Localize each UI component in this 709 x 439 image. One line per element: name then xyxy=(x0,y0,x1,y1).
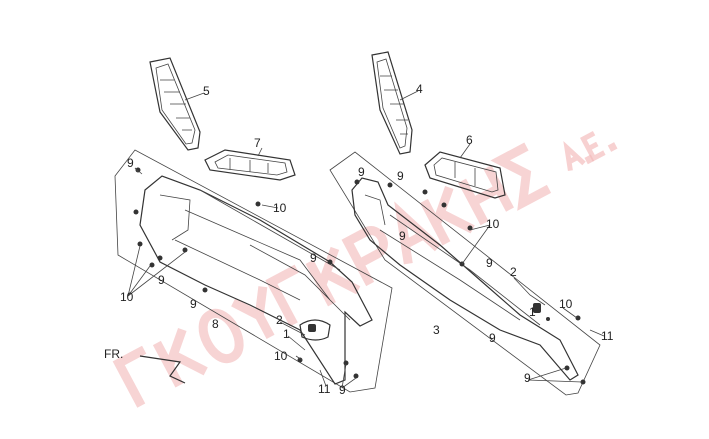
watermark-letter xyxy=(583,133,604,158)
front-direction-arrow: FR. xyxy=(104,347,186,384)
watermark-letter xyxy=(588,158,591,161)
callout-4: 4 xyxy=(416,82,423,96)
callout-10: 10 xyxy=(559,297,573,311)
callout-9: 9 xyxy=(190,297,197,311)
watermark-letter xyxy=(560,144,584,171)
front-direction-label: FR. xyxy=(104,347,123,361)
floor-mat-part-5 xyxy=(149,57,201,151)
callout-9: 9 xyxy=(339,383,346,397)
callout-6: 6 xyxy=(466,133,473,147)
floor-pad-part-6 xyxy=(424,151,506,199)
callout-2: 2 xyxy=(276,313,283,327)
watermark-letter xyxy=(611,145,614,148)
watermark-letter xyxy=(157,329,206,385)
floor-panel-part-8 xyxy=(114,149,393,393)
leader-lines xyxy=(127,90,605,389)
callout-9: 9 xyxy=(158,273,165,287)
watermark-letter xyxy=(348,227,399,284)
callout-9: 9 xyxy=(399,229,406,243)
callout-9: 9 xyxy=(310,251,317,265)
callout-9: 9 xyxy=(489,331,496,345)
watermark-letter xyxy=(119,350,167,406)
watermark-letter xyxy=(271,269,319,325)
callout-1: 1 xyxy=(529,305,536,319)
callout-9: 9 xyxy=(486,256,493,270)
callout-9: 9 xyxy=(397,169,404,183)
watermark-letter xyxy=(386,206,438,264)
callout-10: 10 xyxy=(486,217,500,231)
watermark-letter xyxy=(196,308,246,365)
callout-11: 11 xyxy=(601,329,614,343)
callout-10: 10 xyxy=(120,290,134,304)
callout-9: 9 xyxy=(358,165,365,179)
callout-3: 3 xyxy=(433,323,440,337)
callout-9: 9 xyxy=(524,371,531,385)
callout-11: 11 xyxy=(318,382,331,396)
callout-5: 5 xyxy=(203,84,210,98)
callout-7: 7 xyxy=(254,136,261,150)
floor-mat-part-4 xyxy=(371,51,413,155)
callout-8: 8 xyxy=(212,317,219,331)
callouts: 5 4 7 6 9 10 9 9 10 9 9 9 9 10 9 8 2 1 1… xyxy=(120,82,614,397)
fasteners xyxy=(133,167,586,385)
callout-10: 10 xyxy=(273,201,287,215)
watermark-logo xyxy=(119,110,617,405)
floor-panel-part-3 xyxy=(329,151,601,396)
watermark-letter xyxy=(233,287,285,345)
watermark-letter xyxy=(500,146,549,202)
callout-10: 10 xyxy=(274,349,288,363)
callout-1: 1 xyxy=(283,327,290,341)
callout-2: 2 xyxy=(510,265,517,279)
callout-9: 9 xyxy=(127,156,134,170)
floor-pad-part-7 xyxy=(204,149,296,181)
